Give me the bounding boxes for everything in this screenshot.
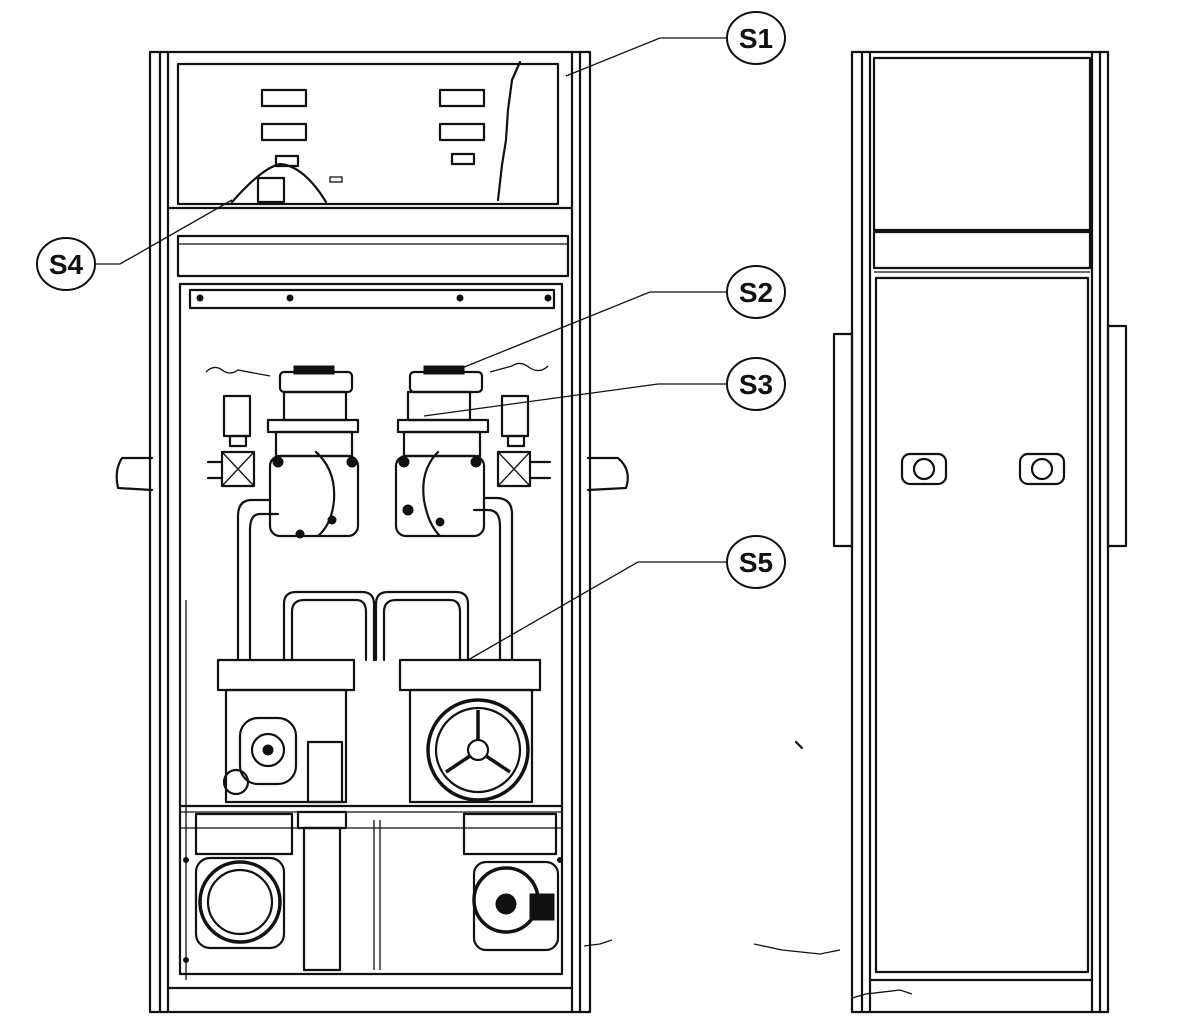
callout-label: S1 (739, 23, 773, 54)
front-view (115, 50, 629, 1014)
callout-circle (726, 11, 786, 65)
leader-s5 (467, 561, 639, 661)
holster-right (586, 456, 629, 492)
meter-assembly-left (266, 365, 360, 539)
pulser-right (408, 370, 484, 394)
callout-label: S3 (739, 369, 773, 400)
callout-s4: S4 (36, 237, 96, 291)
callout-circle (726, 265, 786, 319)
scan-noise (583, 740, 913, 999)
cutaway-edge (496, 60, 522, 202)
meter-assembly-right (394, 365, 490, 538)
pulser-left (278, 370, 354, 394)
callout-s3: S3 (726, 357, 786, 411)
piping (236, 496, 514, 970)
callout-s5: S5 (726, 535, 786, 589)
pump-unit-right (398, 658, 542, 804)
leader-s1 (565, 37, 661, 77)
flange-left (266, 418, 360, 434)
leader-s4 (119, 199, 233, 265)
side-indicator-right (1018, 452, 1066, 486)
callout-label: S5 (739, 547, 773, 578)
motor-left (194, 812, 294, 950)
callout-circle (36, 237, 96, 291)
side-indicator-left (900, 452, 948, 486)
callout-label: S2 (739, 277, 773, 308)
holster-left (115, 456, 154, 492)
pulley-wheel (426, 698, 530, 802)
side-view (832, 50, 1128, 1014)
side-panel-right (1106, 324, 1128, 548)
callout-s2: S2 (726, 265, 786, 319)
header-band (176, 234, 570, 278)
nozzle-boot (230, 162, 328, 204)
callout-label: S4 (49, 249, 84, 280)
callout-circle (726, 357, 786, 411)
side-panel-left (832, 332, 854, 548)
flange-right (396, 418, 490, 434)
cabinet-frame (148, 50, 592, 1014)
solenoid-valve-left (205, 366, 271, 488)
motor-right (462, 812, 560, 952)
leader-s2 (451, 291, 651, 373)
callout-s1: S1 (726, 11, 786, 65)
callout-leaders (94, 37, 728, 661)
display-head (176, 60, 560, 206)
hydraulic-cavity (178, 282, 564, 980)
callout-circle (726, 535, 786, 589)
solenoid-valve-right (489, 362, 552, 488)
leader-s3 (423, 383, 659, 417)
